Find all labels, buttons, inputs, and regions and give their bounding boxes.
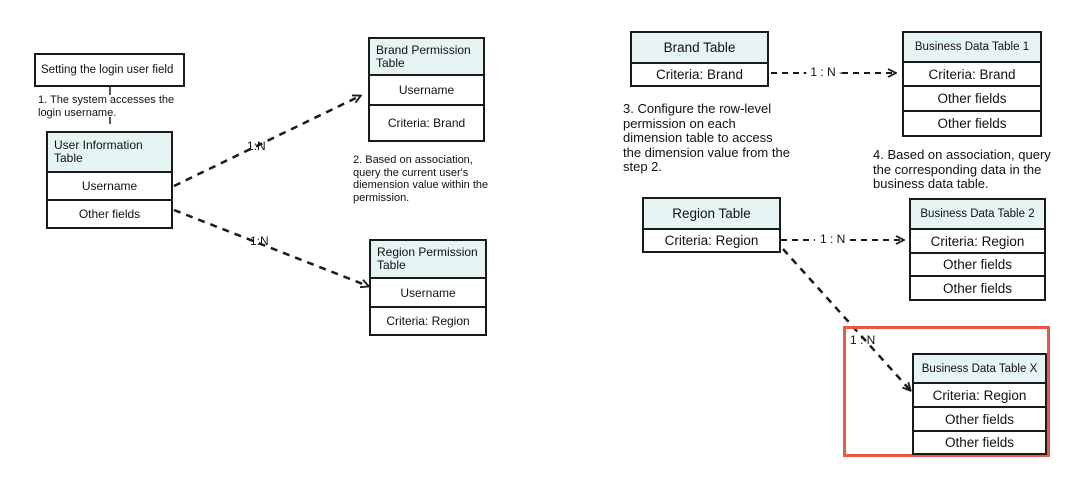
biz1-row-other-2: Other fields	[904, 110, 1040, 135]
brand-table-title: Brand Table	[632, 33, 767, 62]
brand-table-row-criteria: Criteria: Brand	[632, 62, 767, 85]
brand-permission-table: Brand Permission Table Username Criteria…	[368, 37, 485, 142]
business-data-table-2: Business Data Table 2 Criteria: Region O…	[909, 198, 1046, 301]
biz1-row-other-1: Other fields	[904, 85, 1040, 110]
brand-perm-row-criteria: Criteria: Brand	[370, 104, 483, 140]
biz2-row-other-1: Other fields	[911, 252, 1044, 275]
rel-label-region: 1:N	[250, 234, 269, 248]
rel-label-brand-biz1: - 1 : N -	[803, 65, 844, 79]
region-perm-row-username: Username	[371, 277, 485, 306]
brand-table: Brand Table Criteria: Brand	[630, 31, 769, 87]
start-box-label: Setting the login user field	[41, 64, 174, 76]
link-region-bizx	[782, 248, 910, 390]
bizx-row-criteria: Criteria: Region	[914, 382, 1045, 406]
step3-note: 3. Configure the row-level permission on…	[623, 101, 790, 174]
biz2-row-criteria: Criteria: Region	[911, 228, 1044, 252]
region-permission-table: Region Permission Table Username Criteri…	[369, 239, 487, 336]
user-info-table: User Information Table Username Other fi…	[46, 131, 173, 229]
rel-label-region-bizx: 1 : N	[850, 333, 876, 347]
brand-perm-row-username: Username	[370, 74, 483, 104]
step2-note: 2. Based on association, query the curre…	[353, 154, 489, 204]
step1-note: 1. The system accesses the login usernam…	[38, 94, 175, 119]
business-data-table-x: Business Data Table X Criteria: Region O…	[912, 353, 1047, 455]
business-data-table-2-title: Business Data Table 2	[911, 200, 1044, 228]
biz2-row-other-2: Other fields	[911, 275, 1044, 299]
region-permission-table-title: Region Permission Table	[371, 241, 485, 277]
highlight-frame	[843, 326, 1050, 457]
business-data-table-1: Business Data Table 1 Criteria: Brand Ot…	[902, 31, 1042, 137]
rel-label-brand: 1:N	[247, 139, 266, 153]
bizx-row-other-1: Other fields	[914, 406, 1045, 430]
start-box: Setting the login user field	[34, 53, 185, 87]
region-perm-row-criteria: Criteria: Region	[371, 306, 485, 334]
business-data-table-1-title: Business Data Table 1	[904, 33, 1040, 61]
user-info-row-username: Username	[48, 171, 171, 199]
region-table: Region Table Criteria: Region	[642, 197, 781, 253]
rel-label-region-biz2: 1 : N	[820, 232, 846, 246]
link-user-region	[173, 208, 368, 286]
link-user-brand	[173, 96, 360, 188]
biz1-row-criteria: Criteria: Brand	[904, 61, 1040, 85]
user-info-table-title: User Information Table	[48, 133, 171, 171]
step4-note: 4. Based on association, query the corre…	[873, 147, 1051, 191]
user-info-row-other: Other fields	[48, 199, 171, 227]
region-table-row-criteria: Criteria: Region	[644, 228, 779, 251]
brand-permission-table-title: Brand Permission Table	[370, 39, 483, 74]
bizx-row-other-2: Other fields	[914, 430, 1045, 453]
region-table-title: Region Table	[644, 199, 779, 228]
business-data-table-x-title: Business Data Table X	[914, 355, 1045, 382]
